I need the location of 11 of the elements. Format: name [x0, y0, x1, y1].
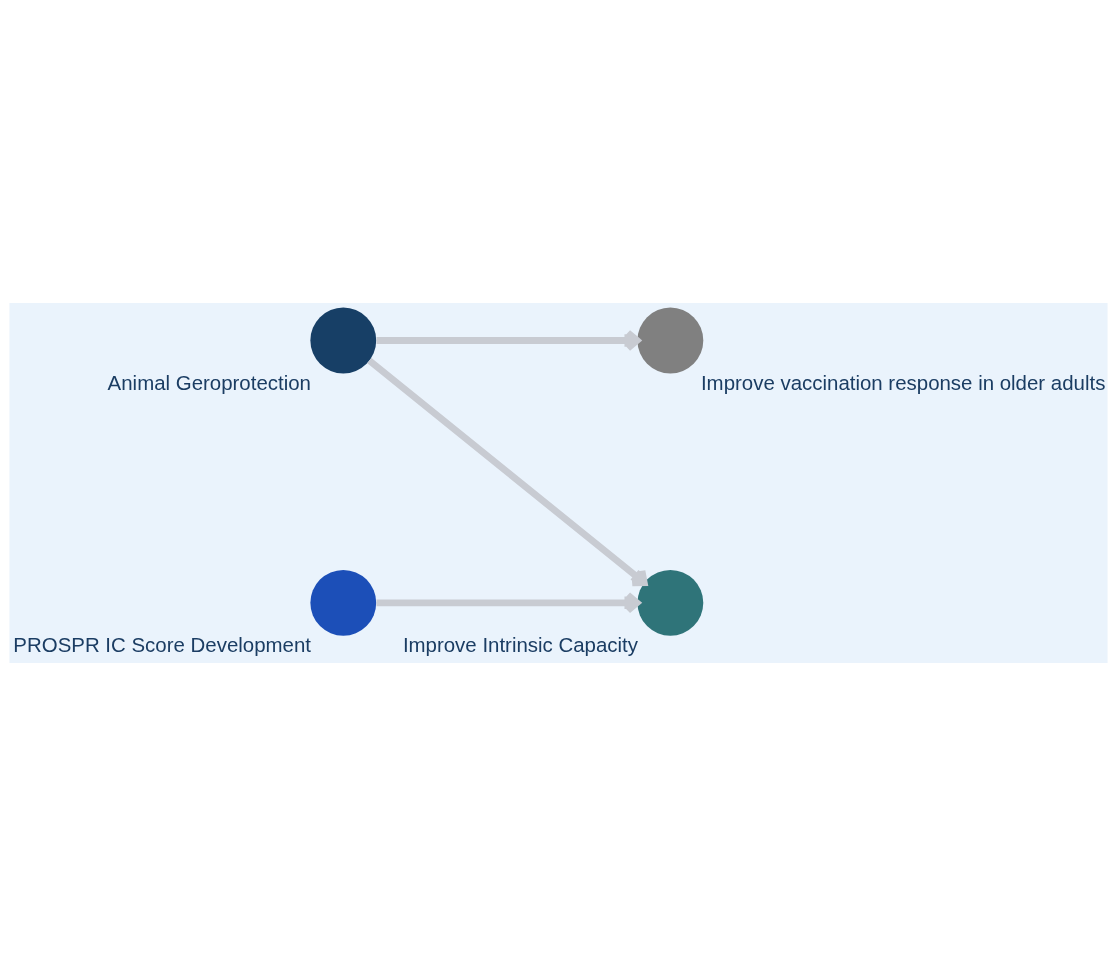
- node-label: Improve Intrinsic Capacity: [402, 633, 639, 657]
- node-label: Animal Geroprotection: [107, 370, 311, 394]
- arrow: [367, 357, 648, 587]
- node-circle: [310, 569, 377, 636]
- arrow: [376, 329, 641, 352]
- arrow: [376, 591, 641, 614]
- node-label: PROSPR IC Score Development: [13, 633, 311, 657]
- node-circle: [637, 569, 704, 636]
- node-circle: [637, 307, 704, 374]
- node-circle: [310, 307, 377, 374]
- node-label: Improve vaccination response in older adults: [700, 370, 1106, 394]
